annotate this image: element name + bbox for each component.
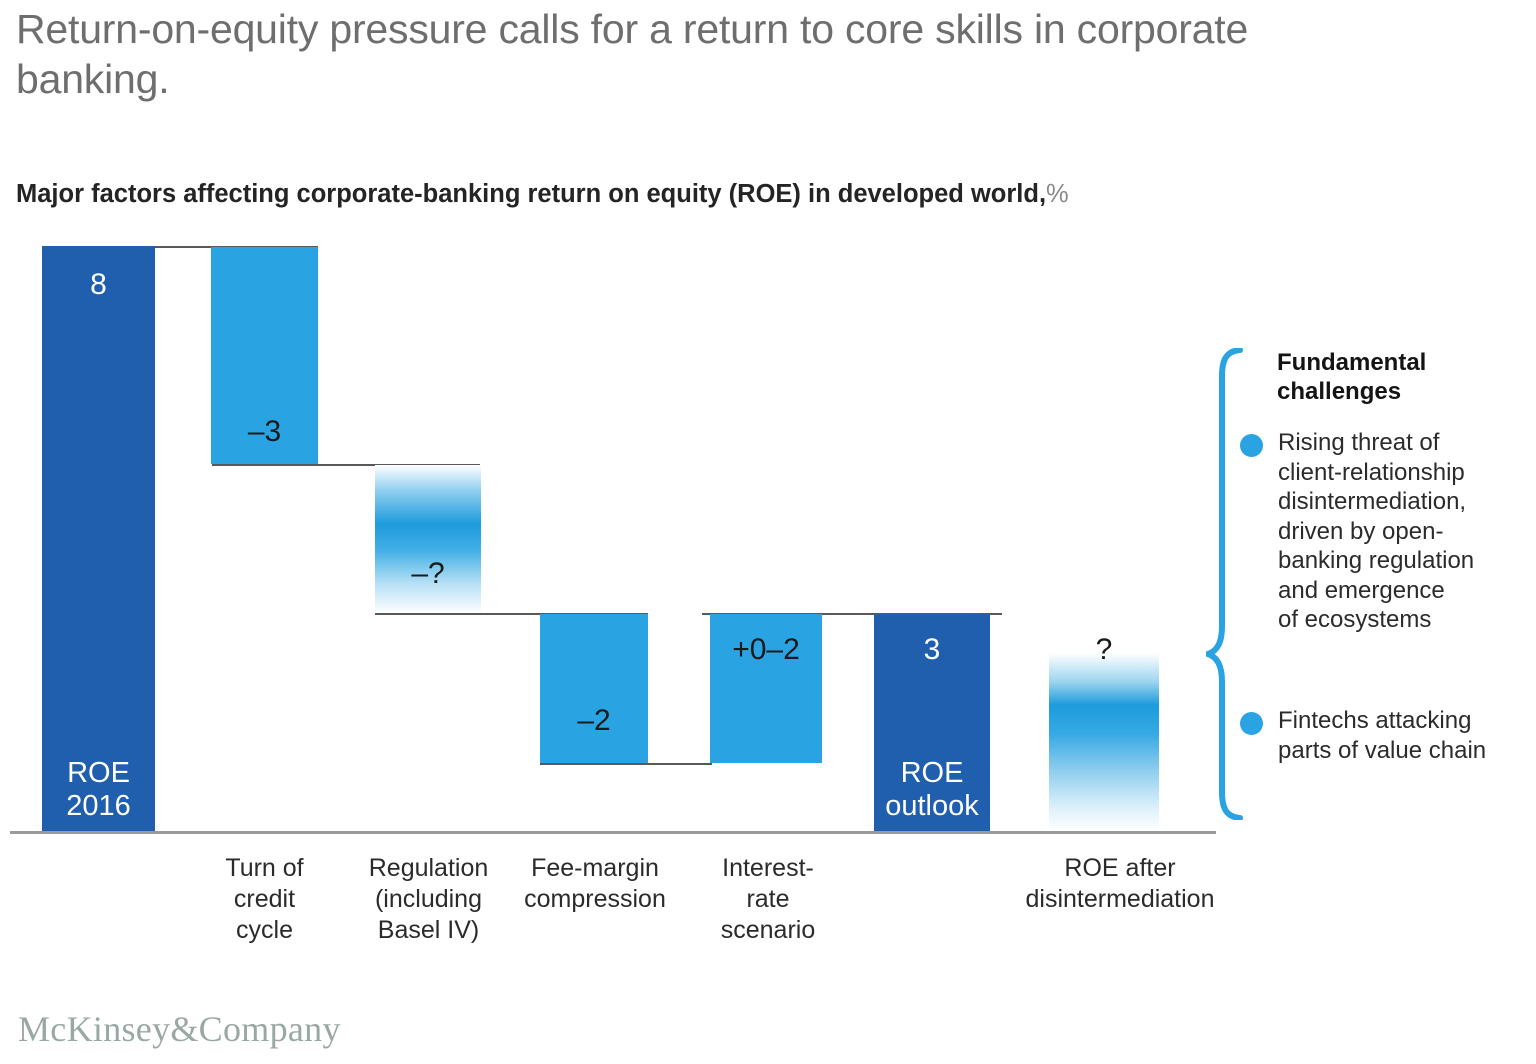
bar-value-roe-after-disintermediation: ?	[1095, 633, 1113, 666]
chart-baseline	[10, 831, 1216, 834]
connector-line-4	[540, 763, 712, 765]
connector-line-3	[375, 613, 648, 615]
bar-value-regulation: –?	[411, 557, 445, 590]
bar-roe-2016[interactable]	[42, 246, 155, 831]
legend-item-label: Fintechs attacking parts of value chain	[1278, 707, 1487, 764]
connector-line-2	[212, 464, 480, 466]
mckinsey-logo: McKinsey&Company	[18, 1009, 341, 1049]
bar-regulation[interactable]	[375, 465, 481, 613]
bar-value-interest-rate-scenario: +0–2	[732, 633, 800, 666]
bar-turn-of-credit-cycle[interactable]	[211, 247, 318, 464]
bar-roe-after-disintermediation[interactable]	[1049, 614, 1159, 831]
chart-subtitle: Major factors affecting corporate-bankin…	[16, 180, 1069, 209]
bar-value-roe-2016: 8	[90, 268, 107, 301]
bar-value-fee-margin-compression: –2	[577, 704, 611, 737]
page-headline: Return-on-equity pressure calls for a re…	[16, 6, 1249, 102]
x-label-fee-margin-compression: Fee-margin compression	[524, 854, 666, 913]
bar-value-turn-of-credit-cycle: –3	[247, 415, 282, 448]
x-label-roe-after-disintermediation: ROE after disintermediation	[1025, 854, 1215, 913]
legend-item-label: Rising threat of client-relationship dis…	[1278, 429, 1475, 633]
x-label-turn-of-credit-cycle: Turn of credit cycle	[225, 854, 304, 944]
bar-roe-outlook[interactable]	[874, 614, 990, 831]
legend-bullet-icon	[1240, 712, 1263, 735]
x-label-interest-rate-scenario: Interest- rate scenario	[720, 854, 816, 944]
bar-caption-roe-outlook: ROE outlook	[885, 757, 979, 822]
bar-fee-margin-compression[interactable]	[540, 614, 648, 763]
connector-line-5	[702, 613, 1002, 615]
legend-bullet-icon	[1240, 434, 1263, 457]
chart-subtitle-text: Major factors affecting corporate-bankin…	[16, 180, 1047, 208]
bar-caption-roe-2016: ROE 2016	[66, 757, 131, 822]
x-label-regulation: Regulation (including Basel IV)	[368, 854, 489, 944]
bar-value-roe-outlook: 3	[923, 633, 941, 666]
legend-title: Fundamental challenges	[1277, 349, 1427, 405]
chart-subtitle-unit: %	[1046, 180, 1069, 208]
bar-interest-rate-scenario[interactable]	[710, 614, 822, 763]
brace-icon	[1198, 347, 1252, 821]
